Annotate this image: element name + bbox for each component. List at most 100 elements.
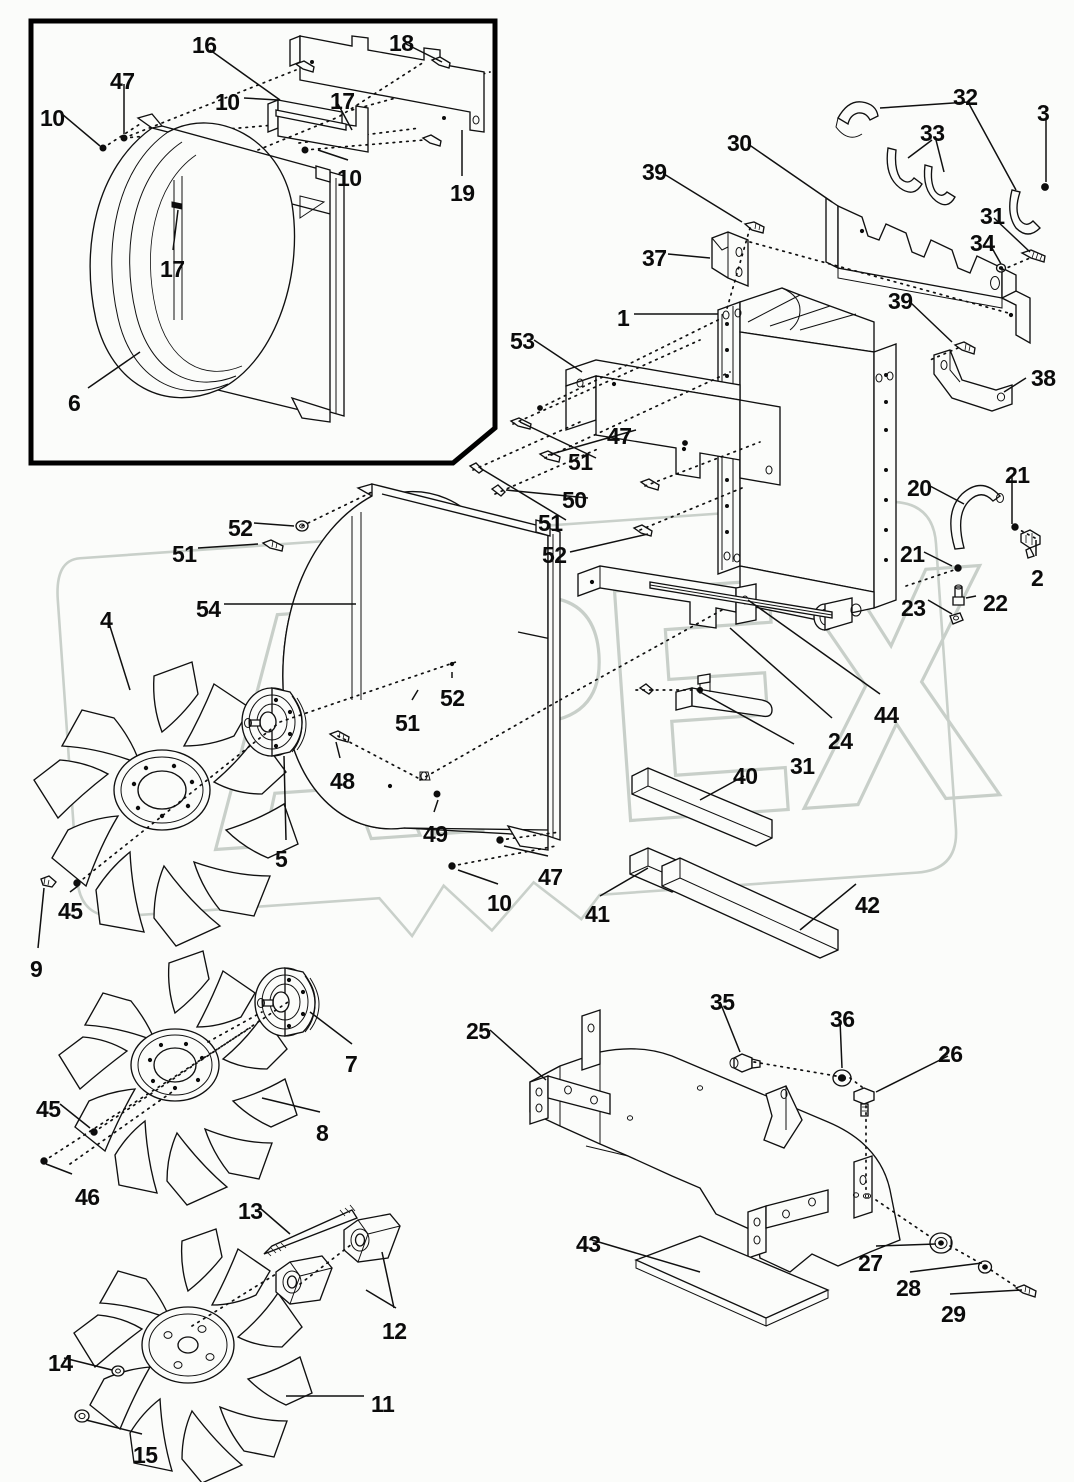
callout-18: 18 [389,30,414,56]
callout-16: 16 [192,32,217,58]
callout-43: 43 [576,1231,601,1257]
part-35-stud [729,1053,761,1073]
callout-51: 51 [568,449,593,475]
callout-26: 26 [938,1041,963,1067]
part-12-spacer-a [275,1255,333,1305]
callout-15: 15 [133,1442,158,1468]
callout-32: 32 [953,84,978,110]
part-15-nut [74,1409,90,1423]
callout-27: 27 [858,1250,883,1276]
callout-40: 40 [733,763,758,789]
part-51-screw-a [261,539,284,552]
part-31-clip [1009,189,1041,235]
part-33-clip-left [886,147,923,193]
callout-54: 54 [196,596,221,622]
part-9-screw [40,875,57,888]
part-28-washer [977,1260,993,1274]
callout-3: 3 [1037,100,1050,126]
callout-31: 31 [980,203,1005,229]
part-7-fan-clutch [254,967,320,1037]
part-51-screw-f [490,484,506,497]
callout-22: 22 [983,590,1008,616]
part-37-bracket [711,231,749,287]
callout-1: 1 [617,305,630,331]
callout-5: 5 [275,846,288,872]
part-24-screw [638,683,654,695]
part-13-threaded-rod [263,1204,359,1257]
callout-51: 51 [172,541,197,567]
part-39-bolt-upper [743,221,765,234]
callout-30: 30 [727,130,752,156]
callout-10: 10 [337,165,362,191]
part-27-bushing [929,1232,953,1254]
callout-38: 38 [1031,365,1056,391]
callout-20: 20 [907,475,932,501]
callout-53: 53 [510,328,535,354]
part-12-spacer-b [343,1213,401,1263]
part-53-upper-support [565,359,781,486]
callout-28: 28 [896,1275,921,1301]
inset-part-10-bolt-b [421,134,442,147]
part-31-bolt [1020,249,1046,263]
callout-48: 48 [330,768,355,794]
part-14-washer [111,1365,125,1377]
callout-29: 29 [941,1301,966,1327]
callout-47: 47 [538,864,563,890]
callout-24: 24 [828,728,853,754]
callout-9: 9 [30,956,43,982]
part-21-pin-upper [1011,523,1019,531]
part-42-seal-strip [661,857,839,959]
callout-2: 2 [1031,565,1044,591]
callout-31: 31 [790,753,815,779]
callout-35: 35 [710,989,735,1015]
part-30-retainer-panel [825,196,1031,345]
callout-17: 17 [330,88,355,114]
callout-21: 21 [900,541,925,567]
callout-37: 37 [642,245,667,271]
part-54-fan-shroud [282,483,561,851]
callout-51: 51 [395,710,420,736]
part-3-pin [1041,183,1049,191]
callout-52: 52 [440,685,465,711]
part-2-fitting [1020,529,1041,559]
callout-12: 12 [382,1318,407,1344]
callout-33: 33 [920,120,945,146]
callout-47: 47 [110,68,135,94]
part-33-clip-right [923,164,956,206]
callout-36: 36 [830,1006,855,1032]
part-25-mounting-plate [529,1009,901,1273]
callout-23: 23 [901,595,926,621]
callout-4: 4 [100,607,113,633]
part-43-panel [634,1235,830,1327]
part-39-bolt-lower [953,341,976,355]
part-32-clip-upper [835,101,879,138]
callout-8: 8 [316,1120,329,1146]
part-20-hose [950,484,1004,550]
callout-50: 50 [562,487,587,513]
callout-10: 10 [215,89,240,115]
callout-45: 45 [36,1096,61,1122]
part-38-bracket [933,349,1013,412]
part-23-fitting [949,612,964,625]
callout-10: 10 [487,890,512,916]
callout-6: 6 [68,390,81,416]
part-26-bolt [853,1087,875,1117]
callout-11: 11 [371,1391,395,1417]
callout-52: 52 [542,542,567,568]
callout-51: 51 [538,510,563,536]
part-22-plug [952,584,965,606]
callout-7: 7 [345,1051,358,1077]
callout-39: 39 [642,159,667,185]
callout-45: 45 [58,898,83,924]
part-34-fastener [995,263,1007,273]
callout-42: 42 [855,892,880,918]
part-29-bolt [1014,1284,1037,1298]
callout-13: 13 [238,1198,263,1224]
callout-44: 44 [874,702,899,728]
callout-47: 47 [607,423,632,449]
callout-17: 17 [160,256,185,282]
callout-19: 19 [450,180,475,206]
part-11-fan-blade [73,1228,313,1482]
callout-21: 21 [1005,462,1030,488]
callout-25: 25 [466,1018,491,1044]
